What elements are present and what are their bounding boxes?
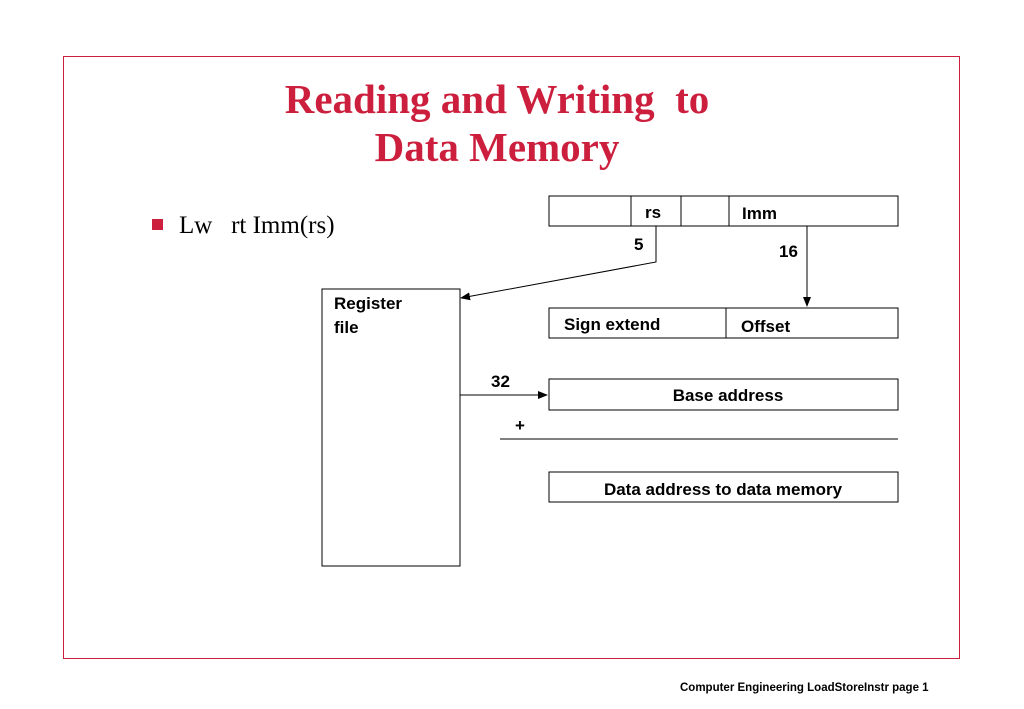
imm-width-label: 16 [779,242,798,261]
base-address-label: Base address [673,386,784,405]
title-line-1: Reading and Writing to [284,76,710,122]
base-address-box [548,378,899,411]
bullet-text: Lw rt Imm(rs) [179,212,335,239]
instruction-box [548,195,899,227]
instruction-format: rs Imm [548,195,899,227]
bus-width-label: 32 [491,372,510,391]
rs-field-label: rs [645,203,661,222]
data-address-label: Data address to data memory [604,480,843,499]
rs-width-label: 5 [634,235,643,254]
bullet-square-icon [152,219,163,230]
bullet-item: Lw rt Imm(rs) [152,212,335,240]
rs-wire [460,226,657,301]
register-file: Register file [321,288,461,567]
sign-extend-label: Sign extend [564,315,660,334]
title-line-2: Data Memory [374,124,620,170]
imm-field-label: Imm [742,204,777,223]
register-file-label-line-1: Register [334,294,402,313]
offset-label: Offset [741,317,790,336]
slide-footer: Computer Engineering LoadStoreInstr page… [680,682,929,694]
sign-extend-offset: Sign extend Offset [548,307,899,339]
slide-frame [63,56,960,659]
register-file-box [321,288,461,567]
data-address-box [548,471,899,503]
sign-extend-box [548,307,899,339]
register-file-label-line-2: file [334,318,359,337]
plus-sign: + [515,416,525,435]
